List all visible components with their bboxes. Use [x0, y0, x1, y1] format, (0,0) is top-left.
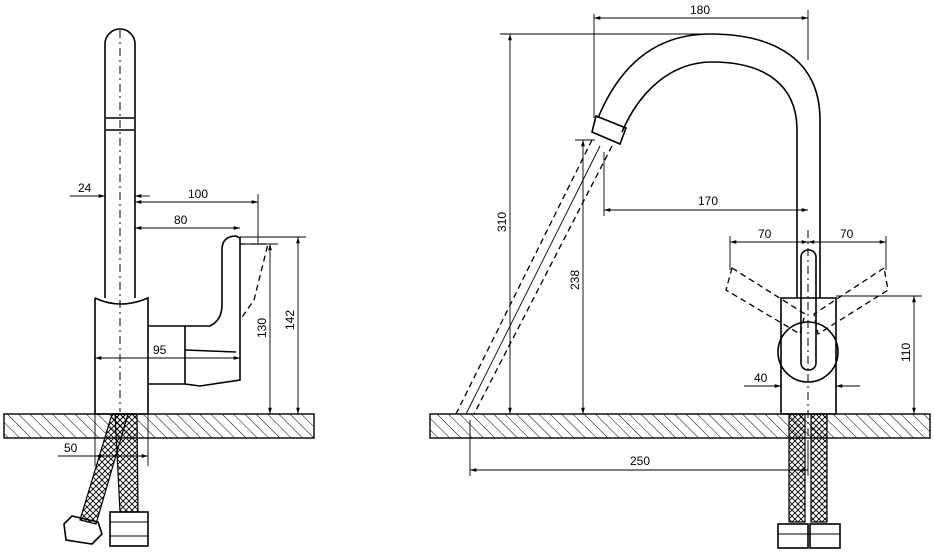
dim-outlet-reach: 250: [630, 454, 650, 468]
side-view-dimensions: [58, 194, 306, 466]
dim-total-height: 310: [495, 212, 509, 232]
dim-lever-left-swing: 70: [758, 227, 772, 241]
dim-lever-height: 130: [255, 318, 269, 338]
dim-spout-height: 238: [568, 270, 582, 290]
dim-body-height: 110: [899, 343, 913, 362]
dim-body-width: 95: [153, 343, 167, 357]
dim-total-lever-height: 142: [283, 310, 297, 330]
dim-lever-offset: 80: [174, 213, 188, 227]
dim-spout-reach: 170: [698, 194, 718, 208]
dim-base-width: 50: [64, 441, 78, 455]
dim-spout-span: 180: [690, 3, 710, 17]
side-view-faucet: [63, 28, 269, 547]
dim-spout-diameter: 24: [78, 181, 92, 195]
dim-body-diameter: 40: [754, 371, 768, 385]
countertop-right: [429, 413, 931, 439]
front-view-dimensions: [469, 10, 922, 476]
countertop-left: [3, 413, 315, 439]
dim-lever-reach: 100: [188, 187, 208, 201]
front-view-faucet: [455, 33, 889, 549]
dim-lever-right-swing: 70: [840, 227, 854, 241]
